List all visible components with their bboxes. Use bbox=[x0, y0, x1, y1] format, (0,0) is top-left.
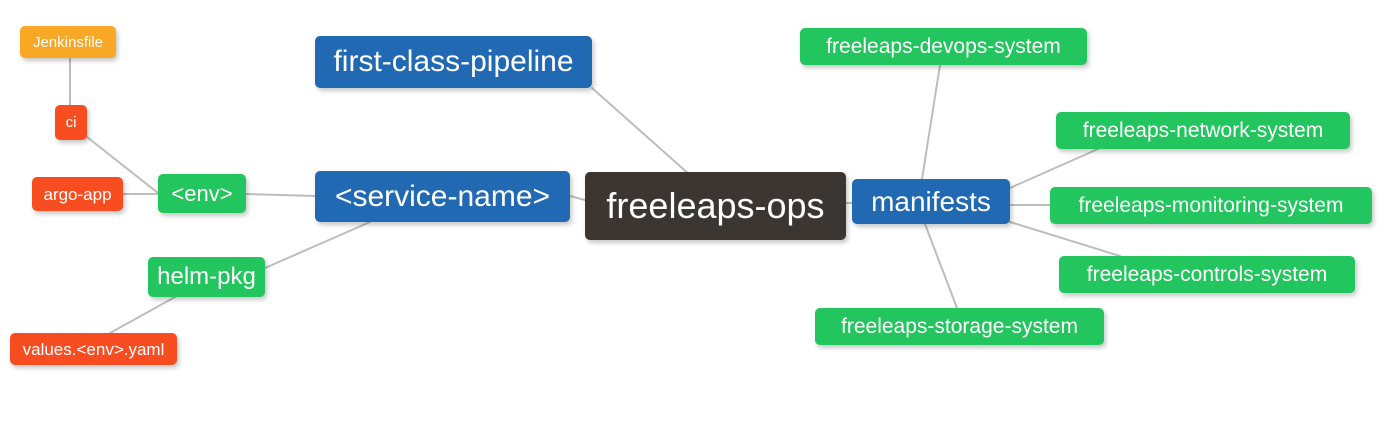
node-freeleaps-devops-system[interactable]: freeleaps-devops-system bbox=[800, 28, 1087, 65]
edge-helm-pkg-to-values-env-yaml bbox=[109, 296, 176, 334]
node-jenkinsfile[interactable]: Jenkinsfile bbox=[20, 26, 116, 58]
edge-service-name-to-freeleaps-ops bbox=[569, 195, 586, 201]
node-values-env-yaml[interactable]: values.<env>.yaml bbox=[10, 333, 177, 365]
edge-manifests-to-freeleaps-network-system bbox=[1009, 148, 1099, 189]
node-freeleaps-controls-system[interactable]: freeleaps-controls-system bbox=[1059, 256, 1355, 293]
node-argo-app[interactable]: argo-app bbox=[32, 177, 123, 211]
node-freeleaps-storage-system[interactable]: freeleaps-storage-system bbox=[815, 308, 1104, 345]
node-service-name[interactable]: <service-name> bbox=[315, 171, 570, 222]
edge-manifests-to-freeleaps-storage-system bbox=[924, 223, 958, 309]
node-freeleaps-ops[interactable]: freeleaps-ops bbox=[585, 172, 846, 240]
edge-service-name-to-first-class-pipeline bbox=[591, 87, 691, 176]
edge-manifests-to-freeleaps-controls-system bbox=[1009, 221, 1121, 257]
edge-service-name-to-helm-pkg bbox=[264, 221, 371, 269]
edge-env-to-service-name bbox=[245, 193, 316, 197]
node-freeleaps-monitoring-system[interactable]: freeleaps-monitoring-system bbox=[1050, 187, 1372, 224]
node-helm-pkg[interactable]: helm-pkg bbox=[148, 257, 265, 297]
node-first-class-pipeline[interactable]: first-class-pipeline bbox=[315, 36, 592, 88]
node-ci[interactable]: ci bbox=[55, 105, 87, 140]
node-freeleaps-network-system[interactable]: freeleaps-network-system bbox=[1056, 112, 1350, 149]
node-manifests[interactable]: manifests bbox=[852, 179, 1010, 224]
edge-manifests-to-freeleaps-devops-system bbox=[921, 64, 941, 180]
node-env[interactable]: <env> bbox=[158, 174, 246, 213]
